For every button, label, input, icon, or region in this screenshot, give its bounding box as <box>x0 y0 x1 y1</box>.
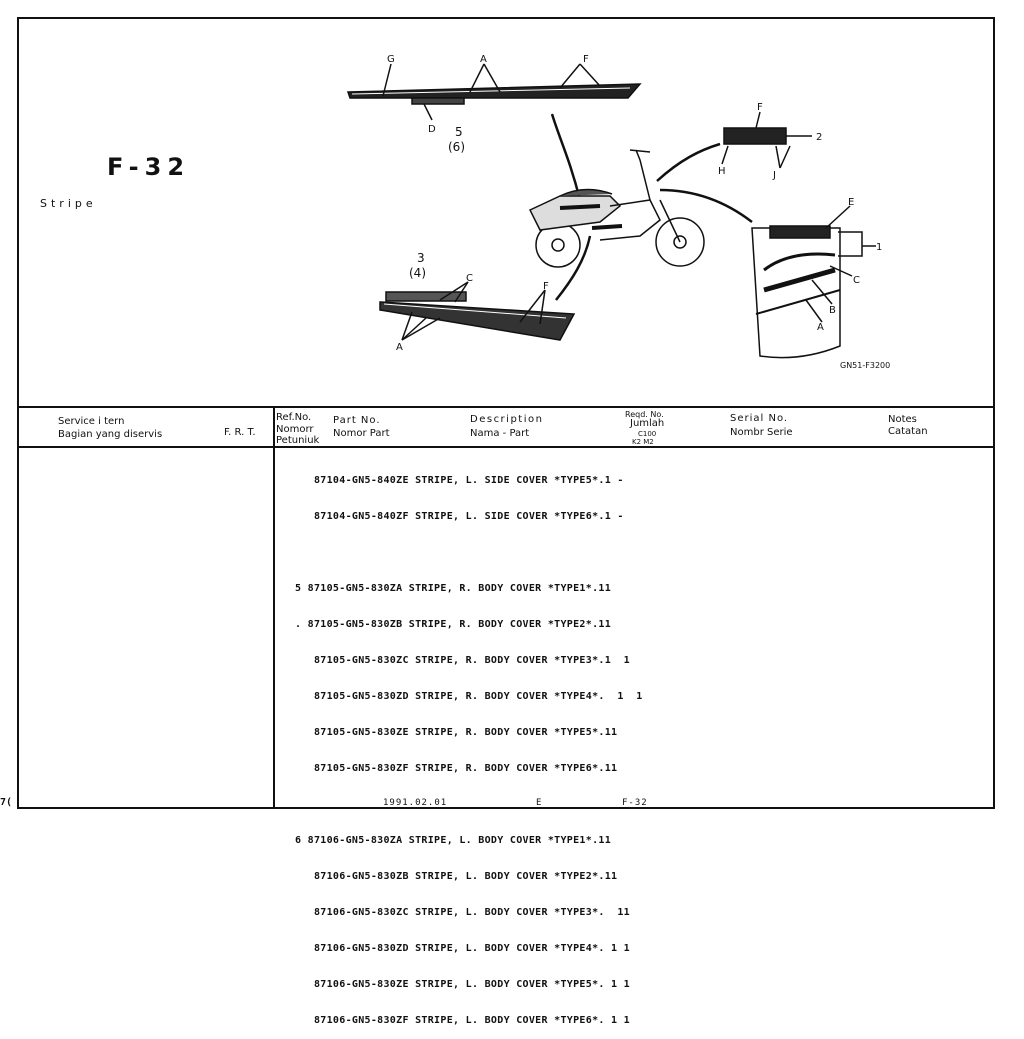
col-frt: F. R. T. <box>224 427 256 438</box>
footer-page-code: F-32 <box>622 798 648 808</box>
table-row: . 87105-GN5-830ZB STRIPE, R. BODY COVER … <box>295 619 612 630</box>
col-part-no-id: Nomor Part <box>333 428 390 439</box>
callout-a-right: A <box>817 322 824 333</box>
callout-ref-2: 2 <box>816 132 822 143</box>
stripe-emblem-top <box>411 97 465 105</box>
parts-list: 87104-GN5-840ZE STRIPE, L. SIDE COVER *T… <box>295 451 643 1039</box>
callout-h: H <box>718 166 726 177</box>
callout-ref-1: 1 <box>876 242 882 253</box>
callout-f-emblem: F <box>757 102 763 113</box>
callout-f-low: F <box>543 281 549 292</box>
stripe-emblem-low <box>385 291 467 302</box>
diagram-divider <box>17 406 995 408</box>
col-notes: Notes <box>888 414 917 425</box>
table-row: 87105-GN5-830ZD STRIPE, R. BODY COVER *T… <box>295 691 643 702</box>
col-service-item-id: Bagian yang diservis <box>58 429 163 440</box>
emblem-stripe-2 <box>723 127 787 145</box>
col-description-id: Nama - Part <box>470 428 530 439</box>
page-frame <box>17 17 995 809</box>
callout-c-right: C <box>853 275 860 286</box>
callout-d: D <box>428 124 436 135</box>
callout-j: J <box>772 170 776 181</box>
column-divider <box>273 406 275 809</box>
callout-ref-3: 3 <box>417 251 425 265</box>
callout-a-top: A <box>480 54 487 65</box>
table-row <box>295 799 643 811</box>
table-row: 87104-GN5-840ZF STRIPE, L. SIDE COVER *T… <box>295 511 624 522</box>
table-row: 87106-GN5-830ZE STRIPE, L. BODY COVER *T… <box>295 979 630 990</box>
col-service-item: Service i tern <box>58 416 125 427</box>
callout-c-low: C <box>466 273 473 284</box>
table-row: 87106-GN5-830ZF STRIPE, L. BODY COVER *T… <box>295 1015 630 1026</box>
parts-diagram: G A F D 5 (6) F 2 H J 3 (4) C F A E 1 C … <box>346 54 890 370</box>
table-row: 87104-GN5-840ZE STRIPE, L. SIDE COVER *T… <box>295 475 624 486</box>
table-row: 87106-GN5-830ZD STRIPE, L. BODY COVER *T… <box>295 943 630 954</box>
callout-e: E <box>848 197 854 208</box>
table-row <box>295 547 643 559</box>
col-part-no: Part No. <box>333 415 381 426</box>
footer-date: 1991.02.01 <box>383 798 448 808</box>
col-reqd-no: Reqd. No. <box>625 410 664 419</box>
col-ref-no-id1: Nomorr <box>276 424 314 435</box>
col-model-2: K2 M2 <box>632 438 654 446</box>
section-code: F-32 <box>107 153 191 181</box>
callout-g: G <box>387 54 395 65</box>
table-row: 87106-GN5-830ZC STRIPE, L. BODY COVER *T… <box>295 907 630 918</box>
col-description: Description <box>470 414 544 425</box>
motorcycle-illustration <box>528 149 705 268</box>
callout-ref-4: (4) <box>409 266 426 280</box>
header-divider <box>17 446 995 448</box>
table-row: 87106-GN5-830ZB STRIPE, L. BODY COVER *T… <box>295 871 618 882</box>
col-model-1: C100 <box>638 430 657 438</box>
figure-code: GN51-F3200 <box>840 361 890 370</box>
callout-b: B <box>829 305 836 316</box>
callout-f-top: F <box>583 54 589 65</box>
col-serial-no-id: Nombr Serie <box>730 427 793 438</box>
footer-edition: E <box>536 798 542 808</box>
table-row: 6 87106-GN5-830ZA STRIPE, L. BODY COVER … <box>295 835 612 846</box>
section-title: Stripe <box>40 197 97 210</box>
callout-ref-5: 5 <box>455 125 463 139</box>
page-number: 7( <box>0 797 13 808</box>
body-cover-detail <box>751 227 841 359</box>
table-row: 87105-GN5-830ZC STRIPE, R. BODY COVER *T… <box>295 655 630 666</box>
col-serial-no: Serial No. <box>730 413 789 424</box>
col-reqd-no-id: Jumlah <box>630 418 665 429</box>
col-ref-no: Ref.No. <box>276 412 312 423</box>
col-ref-no-id2: Petuniuk <box>276 435 320 446</box>
callout-a-low: A <box>396 342 403 353</box>
callout-ref-6: (6) <box>448 140 465 154</box>
table-row: 87105-GN5-830ZE STRIPE, R. BODY COVER *T… <box>295 727 618 738</box>
table-row: 87105-GN5-830ZF STRIPE, R. BODY COVER *T… <box>295 763 618 774</box>
col-notes-id: Catatan <box>888 426 928 437</box>
table-row: 5 87105-GN5-830ZA STRIPE, R. BODY COVER … <box>295 583 612 594</box>
body-cover-stripe <box>379 301 576 341</box>
